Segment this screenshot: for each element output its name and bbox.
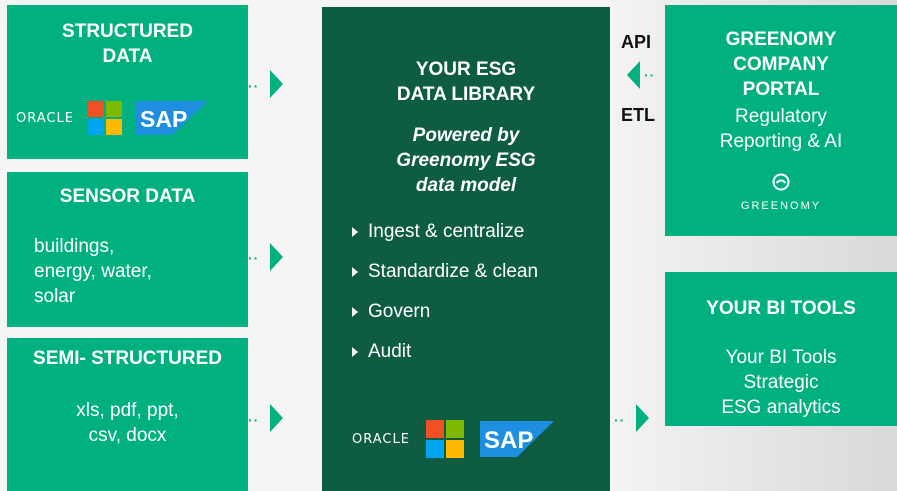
connector-dots-1: ··	[248, 78, 260, 94]
center-title-line2: DATA LIBRARY	[396, 84, 536, 105]
semi-title: SEMI- STRUCTURED	[33, 348, 222, 369]
greenomy-portal-box: GREENOMY COMPANY PORTAL Regulatory Repor…	[665, 5, 897, 236]
portal-title-line3: PORTAL	[742, 79, 820, 100]
oracle-logo: ORACLE	[16, 110, 74, 126]
structured-title-line2: DATA	[102, 46, 153, 67]
connector-dots-2: ··	[248, 250, 260, 266]
triangle-bullet-icon	[352, 226, 358, 237]
arrow-right-bi	[636, 404, 649, 432]
sap-logo: SAP	[135, 101, 208, 135]
microsoft-logo	[87, 101, 122, 135]
portal-line2: Reporting & AI	[719, 131, 843, 152]
bi-tools-box: YOUR BI TOOLS Your BI Tools Strategic ES…	[665, 272, 897, 426]
structured-data-box: STRUCTURED DATA ORACLE SAP	[7, 5, 248, 159]
connector-dots-bi: ··	[614, 412, 626, 428]
semi-line2: csv, docx	[88, 425, 167, 446]
sensor-line2: energy, water,	[34, 261, 152, 282]
sensor-line3: solar	[34, 286, 76, 307]
sap-logo-text: SAP	[484, 427, 533, 454]
bi-line1: Your BI Tools	[725, 347, 837, 368]
bullet-item: Govern	[352, 301, 430, 323]
connector-dots-3: ··	[248, 412, 260, 428]
esg-data-library: YOUR ESG DATA LIBRARY Powered by Greenom…	[322, 7, 610, 491]
portal-title-line2: COMPANY	[733, 54, 829, 75]
sensor-line1: buildings,	[34, 236, 115, 257]
center-subtitle-line3: data model	[415, 175, 517, 196]
semi-line1: xls, pdf, ppt,	[76, 400, 179, 421]
api-label: API	[621, 32, 652, 52]
center-title-line1: YOUR ESG	[415, 59, 517, 80]
arrow-right-1	[270, 70, 283, 98]
center-subtitle-line1: Powered by	[412, 125, 520, 146]
triangle-bullet-icon	[352, 346, 358, 357]
sensor-title: SENSOR DATA	[59, 186, 196, 207]
bullet-item: Audit	[352, 341, 411, 363]
arrow-right-2	[270, 243, 283, 271]
structured-title-line1: STRUCTURED	[62, 21, 193, 42]
greenomy-brand: GREENOMY	[740, 200, 822, 212]
greenomy-logo-icon	[772, 173, 790, 191]
microsoft-logo	[425, 420, 464, 458]
arrow-left-api	[627, 61, 640, 89]
center-subtitle-line2: Greenomy ESG	[396, 150, 536, 171]
sap-logo-text: SAP	[140, 106, 187, 132]
etl-label: ETL	[621, 105, 655, 125]
portal-title-line1: GREENOMY	[725, 29, 837, 50]
arrow-right-3	[270, 404, 283, 432]
bullet-item: Standardize & clean	[352, 261, 538, 283]
triangle-bullet-icon	[352, 306, 358, 317]
bi-line3: ESG analytics	[721, 397, 841, 418]
semi-structured-box: SEMI- STRUCTURED xls, pdf, ppt, csv, doc…	[7, 338, 248, 491]
portal-line1: Regulatory	[735, 106, 827, 127]
oracle-logo: ORACLE	[352, 431, 410, 447]
sensor-data-box: SENSOR DATA buildings, energy, water, so…	[7, 172, 248, 327]
triangle-bullet-icon	[352, 266, 358, 277]
bi-line2: Strategic	[743, 372, 819, 393]
bi-title: YOUR BI TOOLS	[706, 298, 856, 319]
sap-logo: SAP	[479, 421, 554, 457]
connector-dots-api: ··	[644, 67, 656, 83]
bullet-item: Ingest & centralize	[352, 221, 524, 243]
